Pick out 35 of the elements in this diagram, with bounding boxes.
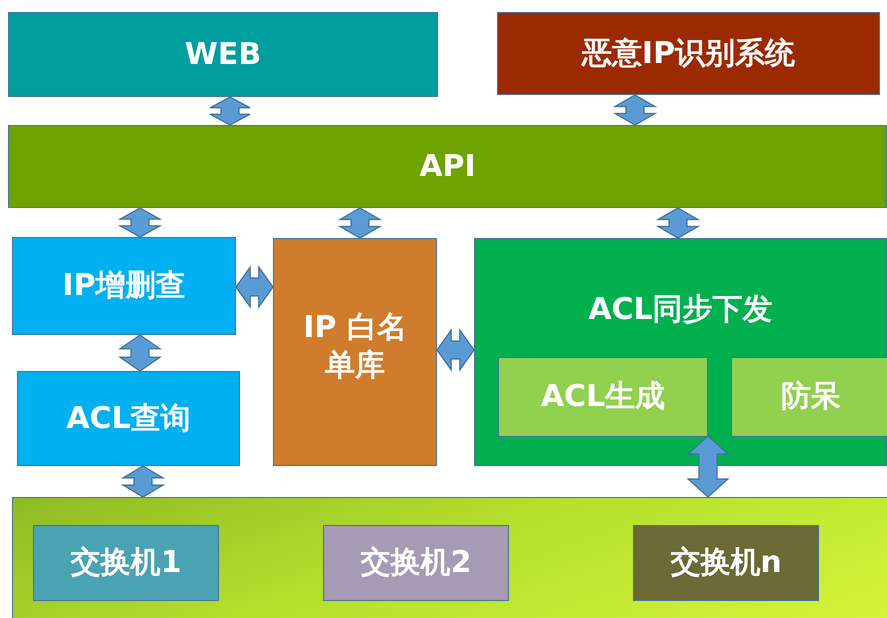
- switch-box: [323, 525, 509, 601]
- switch-box: [33, 525, 219, 601]
- box-label: 交换机n: [670, 544, 782, 582]
- switch-box: [633, 525, 819, 601]
- box-label: API: [419, 148, 476, 186]
- double-arrow: [612, 94, 658, 126]
- double-arrow: [209, 96, 251, 126]
- double-arrow: [235, 265, 274, 309]
- box-label: 防呆: [781, 378, 841, 416]
- module-box: [498, 357, 708, 437]
- double-arrow: [686, 435, 730, 498]
- box-label: IP 白名单库: [302, 309, 408, 384]
- double-arrow: [118, 334, 162, 372]
- box-label: 交换机2: [360, 544, 472, 582]
- box-label: ACL查询: [66, 400, 191, 438]
- module-box: [17, 371, 240, 466]
- database-box: [273, 238, 437, 466]
- box-label: ACL同步下发: [588, 291, 773, 328]
- double-arrow: [120, 465, 166, 498]
- box-label: WEB: [184, 36, 262, 74]
- box-label: 交换机1: [70, 544, 182, 582]
- switch-band: [12, 497, 887, 618]
- layer-band: [8, 125, 887, 208]
- double-arrow: [436, 328, 475, 372]
- double-arrow: [118, 207, 162, 238]
- module-box: [12, 237, 236, 335]
- module-box: [731, 357, 887, 437]
- double-arrow: [338, 207, 382, 239]
- system-box: [497, 12, 880, 95]
- box-label: ACL生成: [540, 378, 666, 416]
- box-label: 恶意IP识别系统: [582, 34, 796, 72]
- box-label: IP增删查: [62, 267, 186, 305]
- system-box: [8, 12, 438, 97]
- module-panel: [474, 238, 887, 466]
- double-arrow: [656, 207, 700, 239]
